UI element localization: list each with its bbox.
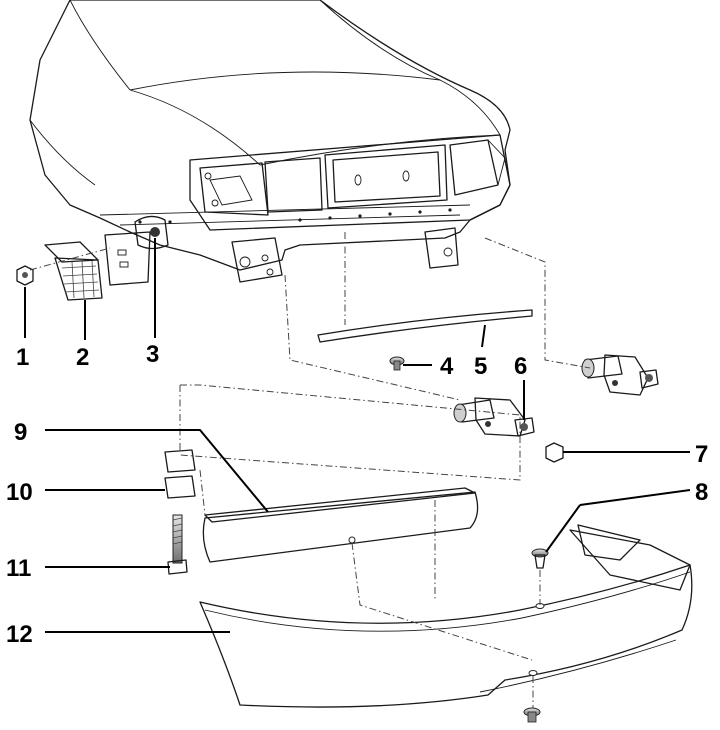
callout-8: 8 xyxy=(695,479,708,506)
part-5-strip xyxy=(317,309,533,343)
part-2-bracket xyxy=(44,241,103,301)
callout-10: 10 xyxy=(6,479,33,506)
part-12-bumper xyxy=(199,524,693,708)
callout-1: 1 xyxy=(16,344,29,371)
callout-12: 12 xyxy=(6,621,33,648)
callout-3: 3 xyxy=(146,341,159,368)
part-8-clip xyxy=(531,548,549,569)
callout-4: 4 xyxy=(440,353,454,380)
part-9-beam xyxy=(202,487,479,563)
rear-right-bracket xyxy=(581,354,659,396)
part-6-bracket xyxy=(453,397,535,437)
leader-lines xyxy=(24,238,691,633)
callout-11: 11 xyxy=(6,555,31,582)
callout-9: 9 xyxy=(14,419,27,446)
callout-7: 7 xyxy=(695,441,708,468)
car-body xyxy=(29,0,511,286)
part-10-spacer xyxy=(164,449,196,499)
part-1-nut xyxy=(16,265,34,286)
callout-2: 2 xyxy=(76,344,89,371)
part-3-clip xyxy=(134,215,169,250)
callout-5: 5 xyxy=(474,353,487,380)
part-11-bolt xyxy=(167,514,188,575)
part-7-nut xyxy=(545,442,564,463)
part-4-screw xyxy=(389,356,405,371)
assembly-lines xyxy=(29,232,591,708)
callout-6: 6 xyxy=(514,353,527,380)
bottom-screw xyxy=(523,707,541,723)
